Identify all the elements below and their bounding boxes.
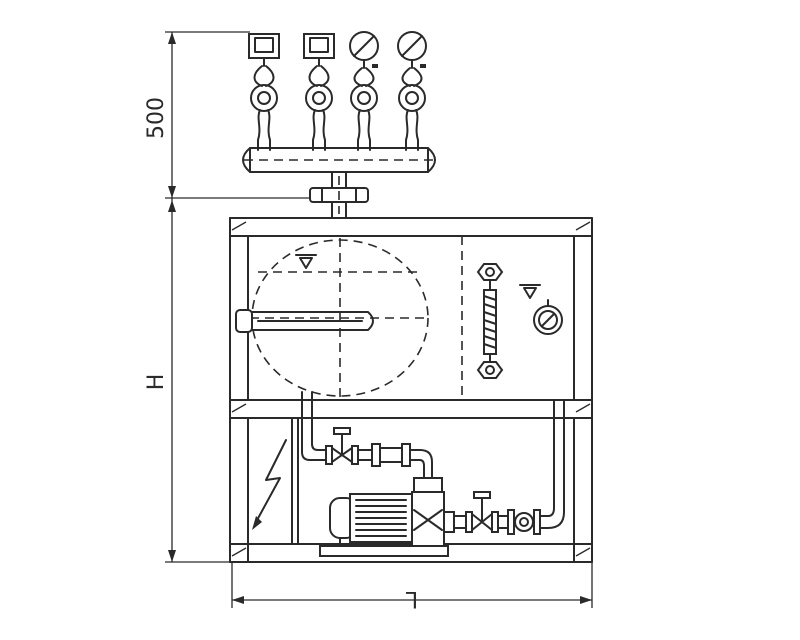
upper-filter	[371, 443, 433, 481]
return-pipe	[547, 399, 565, 529]
check-valve	[507, 509, 549, 535]
dimension-500-label: 500	[144, 97, 169, 139]
dimension-l: L	[231, 562, 593, 611]
pump-motor	[319, 493, 449, 557]
tank	[250, 238, 430, 398]
discharge-valve	[453, 491, 509, 533]
dimension-l-label: L	[405, 586, 418, 611]
dimension-h-label: H	[144, 374, 169, 391]
tank-outlet-pipe	[301, 391, 327, 461]
manifold-header	[242, 147, 436, 173]
water-level-mark-2	[519, 284, 541, 299]
upper-valve	[325, 427, 373, 465]
equipment-frame	[229, 217, 593, 563]
heating-element	[235, 309, 374, 333]
water-level-mark-1	[295, 254, 317, 269]
outlet-flange	[309, 171, 369, 219]
temperature-gauge	[533, 299, 563, 335]
pressure-gauge-1	[349, 31, 379, 151]
pressure-gauge-2	[397, 31, 427, 151]
pump	[411, 477, 455, 547]
dimension-h: H	[144, 198, 232, 563]
electrical-panel	[252, 417, 299, 545]
dimension-500: 500	[144, 31, 320, 199]
pressure-switch-2	[303, 33, 335, 151]
pressure-switch-1	[248, 33, 280, 151]
sight-glass	[476, 263, 504, 379]
